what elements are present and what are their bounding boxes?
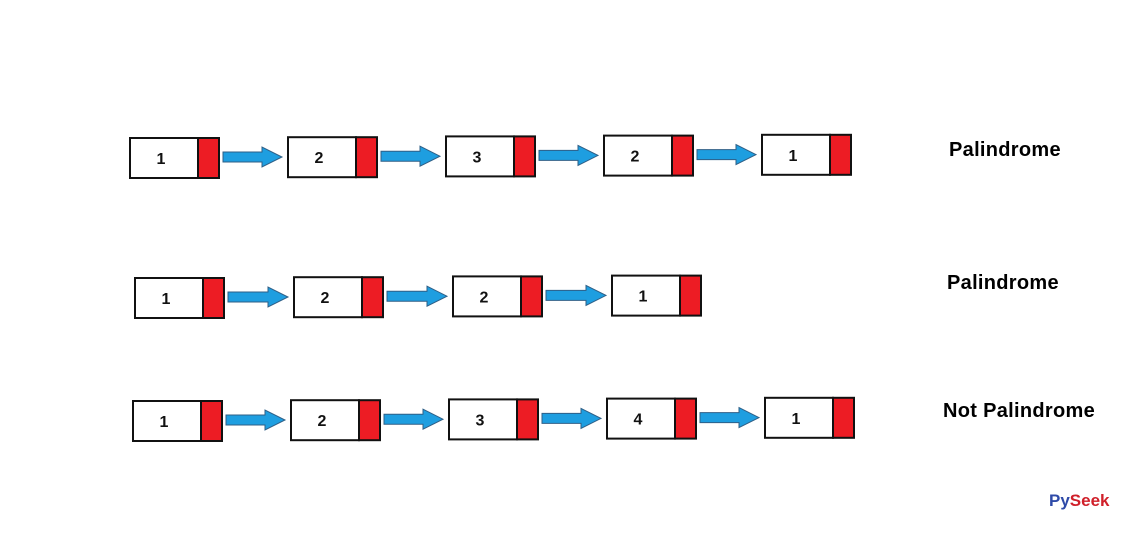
- node-value-text: 2: [318, 413, 327, 430]
- next-arrow-icon: [383, 408, 445, 431]
- node-value-text: 2: [321, 290, 330, 307]
- brand-part-seek: Seek: [1069, 491, 1110, 510]
- next-arrow-icon: [380, 145, 442, 168]
- node-pointer-cell: [202, 277, 225, 319]
- next-arrow-icon: [699, 406, 761, 429]
- next-arrow-icon: [545, 284, 608, 307]
- node-value-cell: [293, 276, 363, 319]
- node-value-cell: [129, 137, 199, 179]
- node-pointer-cell: [516, 398, 539, 441]
- node-value-text: 1: [639, 289, 648, 306]
- node-value-text: 1: [792, 411, 801, 428]
- next-arrow-icon: [538, 144, 600, 167]
- row-2-result-label: Palindrome: [947, 272, 1059, 294]
- node-pointer-cell: [355, 136, 378, 179]
- brand-part-py: Py: [1049, 491, 1070, 510]
- node-value-text: 1: [157, 151, 166, 168]
- node-pointer-cell: [674, 397, 697, 440]
- next-arrow-icon: [386, 285, 449, 308]
- node-value-cell: [603, 134, 673, 177]
- node-pointer-cell: [361, 276, 384, 319]
- node-value-text: 1: [162, 291, 171, 308]
- row-1-result-label: Palindrome: [949, 139, 1061, 161]
- node-value-cell: [445, 135, 515, 178]
- next-arrow-icon: [222, 146, 284, 168]
- next-arrow-icon: [225, 409, 287, 431]
- node-value-text: 3: [476, 412, 485, 429]
- node-pointer-cell: [671, 134, 694, 177]
- pyseek-logo: PySeek: [1049, 491, 1110, 511]
- node-pointer-cell: [832, 396, 855, 439]
- node-pointer-cell: [520, 275, 543, 318]
- node-pointer-cell: [200, 400, 223, 442]
- node-value-text: 4: [634, 412, 643, 429]
- node-value-cell: [134, 277, 204, 319]
- node-value-text: 2: [315, 150, 324, 167]
- node-value-text: 1: [160, 414, 169, 431]
- next-arrow-icon: [541, 407, 603, 430]
- next-arrow-icon: [696, 143, 758, 166]
- row-3-result-label: Not Palindrome: [943, 400, 1095, 422]
- next-arrow-icon: [227, 286, 290, 308]
- node-pointer-cell: [197, 137, 220, 179]
- node-value-text: 2: [480, 289, 489, 306]
- node-pointer-cell: [679, 274, 702, 317]
- node-pointer-cell: [513, 135, 536, 178]
- node-pointer-cell: [829, 133, 852, 176]
- node-pointer-cell: [358, 399, 381, 442]
- node-value-cell: [290, 399, 360, 442]
- node-value-cell: [132, 400, 202, 442]
- node-value-text: 2: [631, 149, 640, 166]
- node-value-cell: [606, 397, 676, 440]
- node-value-text: 1: [789, 148, 798, 165]
- node-value-text: 3: [473, 149, 482, 166]
